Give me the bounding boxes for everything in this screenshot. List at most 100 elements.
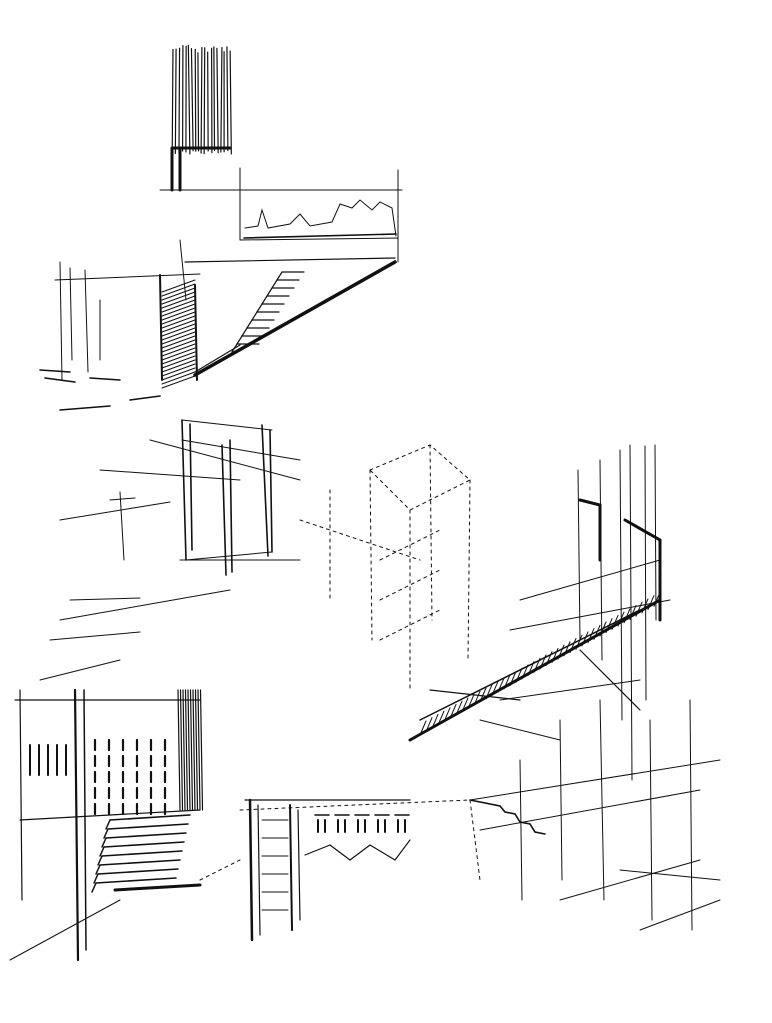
hatch-line	[179, 689, 184, 811]
pen-stroke	[194, 284, 198, 381]
pen-stroke	[429, 689, 521, 701]
stair-riser	[241, 327, 248, 337]
pen-stroke	[194, 344, 241, 373]
hatch-line	[611, 614, 619, 630]
diagonal-ramp	[408, 591, 662, 742]
hatch-line	[461, 697, 469, 713]
hatch-line	[431, 713, 439, 729]
hatch-line	[599, 621, 607, 637]
hatch-line	[226, 46, 229, 152]
hatch-line	[203, 47, 206, 155]
upper-stair	[184, 257, 397, 377]
pen-stroke	[19, 689, 23, 901]
pen-stroke	[369, 844, 396, 861]
pen-stroke	[113, 883, 202, 892]
hatch-line	[539, 654, 547, 670]
hatch-line	[605, 618, 613, 634]
hatch-line	[161, 347, 196, 361]
pen-stroke	[394, 839, 411, 861]
pen-stroke	[304, 844, 331, 856]
lower-center-building	[244, 798, 411, 942]
hatch-line	[635, 601, 643, 617]
hatch-line	[473, 690, 481, 706]
hatch-line	[161, 319, 196, 333]
hatch-line	[161, 351, 196, 365]
hatch-line	[515, 667, 523, 683]
hatch-line	[161, 363, 196, 377]
stair-riser	[251, 311, 258, 321]
stair-riser	[95, 864, 101, 875]
hatched-wall	[159, 274, 198, 389]
pen-stroke	[579, 649, 641, 711]
pen-stroke	[349, 844, 371, 861]
hatch-line	[161, 311, 196, 325]
hatch-line	[161, 335, 196, 349]
stair-tread	[103, 841, 185, 848]
hatch-line	[216, 47, 219, 154]
stair-riser	[261, 295, 268, 305]
stair-tread	[101, 850, 183, 857]
hatch-line	[419, 720, 427, 736]
hatch-line	[455, 700, 463, 716]
stair-riser	[266, 287, 273, 297]
hatch-line	[443, 707, 451, 723]
pen-stroke	[248, 798, 254, 942]
lower-stair	[91, 814, 202, 893]
hatch-line	[184, 689, 189, 811]
stair-riser	[246, 319, 253, 329]
hatch-line	[437, 710, 445, 726]
hatch-line	[161, 323, 196, 337]
hatch-line	[174, 48, 177, 155]
hatch-line	[161, 339, 196, 353]
hatch-line	[189, 689, 194, 811]
pen-stroke	[257, 804, 261, 936]
hatch-line	[545, 651, 553, 667]
pen-stroke	[83, 689, 87, 951]
hatch-line	[213, 46, 216, 151]
hatch-line	[647, 595, 655, 611]
stair-tread	[109, 814, 191, 821]
hatch-line	[161, 327, 196, 341]
stair-tread	[105, 832, 187, 839]
pen-stroke	[9, 899, 121, 961]
pen-stroke	[289, 804, 293, 931]
hatch-line	[161, 291, 196, 305]
hatch-line	[161, 303, 196, 317]
stair-tread	[99, 859, 181, 866]
stair-riser	[271, 279, 278, 289]
stair-riser	[103, 828, 109, 839]
hatch-line	[161, 331, 196, 345]
hatch-line	[192, 689, 196, 811]
hatch-line	[503, 674, 511, 690]
hatch-line	[229, 50, 232, 155]
pen-stroke	[297, 809, 301, 921]
hatch-line	[161, 359, 196, 373]
stair-riser	[276, 271, 283, 281]
top-l-wall	[170, 146, 232, 192]
hatch-line	[629, 605, 637, 620]
hatch-line	[533, 657, 541, 673]
hatch-line	[177, 689, 181, 811]
stair-tread	[97, 868, 179, 875]
hatch-line	[200, 47, 203, 154]
hatch-line	[161, 279, 196, 293]
lower-right-frame	[199, 699, 721, 931]
pen-stroke	[184, 257, 396, 263]
hatch-line	[593, 624, 601, 640]
hatch-line	[161, 315, 196, 329]
hatch-line	[653, 591, 661, 607]
hatch-line	[161, 307, 196, 321]
hatch-line	[197, 52, 200, 152]
lower-left-building	[9, 688, 204, 962]
hatch-line	[161, 299, 196, 313]
skyline-frame	[159, 167, 403, 263]
hatch-line	[161, 375, 196, 389]
hatch-line	[182, 689, 186, 811]
pen-stroke	[73, 688, 80, 962]
stair-riser	[256, 303, 263, 313]
hatch-line	[509, 671, 517, 686]
stair-riser	[236, 335, 243, 345]
hatch-line	[527, 661, 535, 677]
